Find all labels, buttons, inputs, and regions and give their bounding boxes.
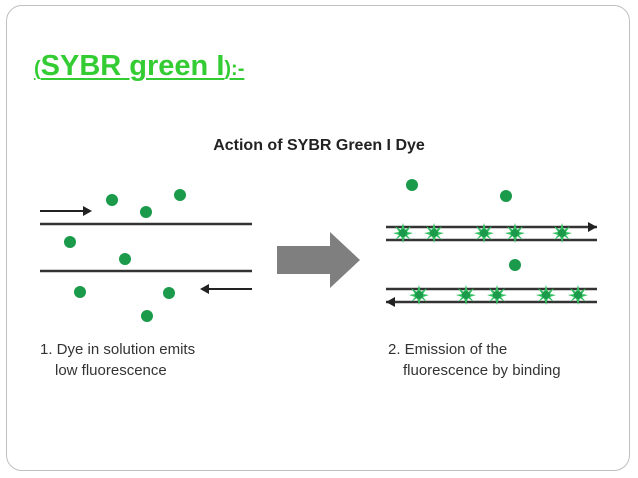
arrow-right-small-icon [40,206,92,216]
dye-molecule [163,287,175,299]
dye-molecule [74,286,86,298]
slide-frame [6,5,630,471]
caption-2-line-1: 2. Emission of the [388,341,508,358]
dye-molecule [500,190,512,202]
dye-molecule [140,206,152,218]
dye-molecule [406,179,418,191]
caption-2-line-2: fluorescence by binding [403,362,561,379]
dye-molecule [64,236,76,248]
process-arrow-icon [277,232,360,288]
caption-unbound: 1. Dye in solution emits low fluorescenc… [40,339,195,381]
figure-title: Action of SYBR Green I Dye [213,137,425,154]
dye-molecule [119,253,131,265]
arrow-head-icon [386,297,395,307]
caption-1-line-1: 1. Dye in solution emits [40,341,196,358]
title-close: ):- [224,58,245,80]
arrow-head-icon [588,222,597,232]
dye-molecule [174,189,186,201]
slide-title: (SYBR green I):- [34,50,244,83]
caption-bound: 2. Emission of the fluorescence by bindi… [388,339,561,381]
left-panel [40,189,252,322]
arrow-left-small-icon [200,284,252,294]
title-open-paren: ( [34,58,41,80]
dye-molecule [141,310,153,322]
right-panel [386,179,597,307]
title-main: SYBR green I [40,50,225,82]
caption-1-line-2: low fluorescence [55,362,167,379]
dye-molecule [509,259,521,271]
dye-molecule [106,194,118,206]
